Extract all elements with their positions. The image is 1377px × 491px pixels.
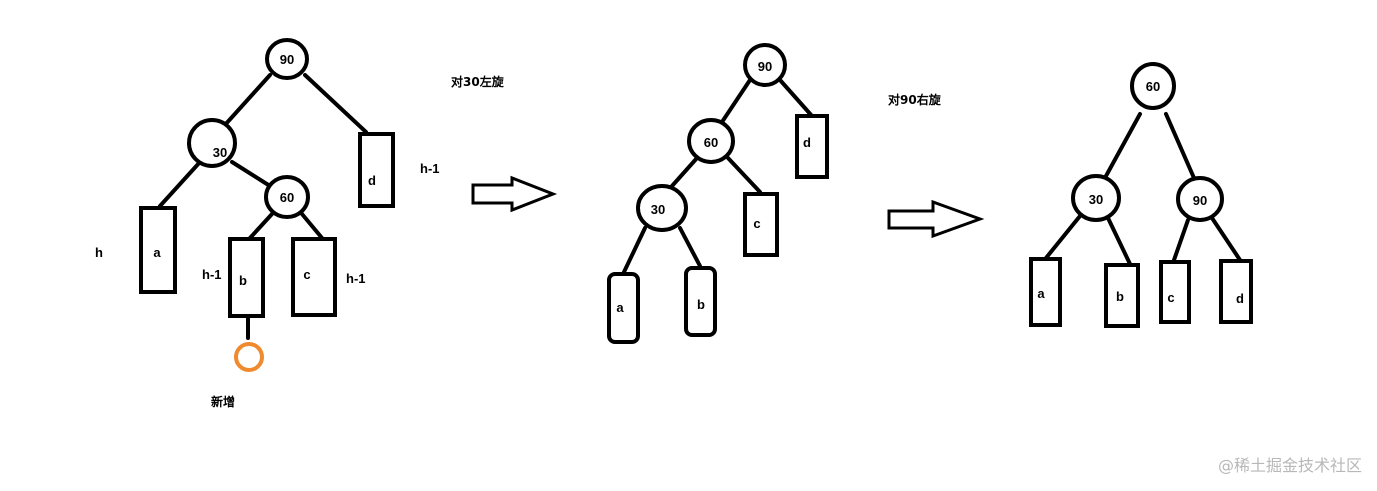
step-2-label: 对90右旋 [888,92,942,107]
edge-90-d [303,73,368,134]
subtree-a [1029,257,1062,327]
subtree-b [228,237,265,318]
edge-30-b [678,226,702,268]
node-60-label: 60 [704,135,718,150]
node-60-label: 60 [280,190,294,205]
node-90-label: 90 [758,59,772,74]
edge-60-c [300,212,324,240]
edge-30-a [622,226,647,274]
subtree-a [607,272,640,344]
subtree-a-label: a [153,245,161,260]
tree-before-rotation: 90 30 60 d a b c h-1 h h-1 h-1 新增 [95,38,440,409]
step-1-label: 对30左旋 [451,74,505,89]
subtree-d-label: d [368,173,376,188]
subtree-b [1104,263,1140,328]
height-c: h-1 [346,271,366,286]
subtree-c [291,237,337,317]
subtree-a [139,206,177,294]
node-90-label: 90 [280,52,294,67]
edge-30-60 [230,160,272,188]
step-1: 对30左旋 [451,74,558,213]
subtree-d [358,132,395,208]
subtree-c-label: c [303,267,310,282]
node-30 [1071,174,1121,222]
edge-90-c [1172,218,1190,262]
new-node-label: 新增 [211,394,235,409]
subtree-b-label: b [239,273,247,288]
node-90 [1176,176,1224,222]
arrow-right-icon [887,199,985,239]
subtree-b-label: b [1116,289,1124,304]
subtree-d-label: d [1236,291,1244,306]
edge-60-30 [670,156,699,188]
subtree-a-label: a [1037,286,1045,301]
arrow-right-icon [471,175,558,213]
watermark: @稀土掘金技术社区 [1218,456,1362,475]
node-60 [687,118,735,164]
edge-60-c [726,156,762,194]
step-2: 对90右旋 [887,92,985,239]
edge-90-d [778,78,814,118]
edge-90-60 [720,78,752,124]
subtree-b-label: b [697,297,705,312]
subtree-d [1219,259,1253,324]
edge-90-d [1210,216,1242,262]
height-b: h-1 [202,267,222,282]
subtree-d-label: d [803,135,811,150]
node-30 [636,184,688,232]
node-90 [743,43,787,87]
edge-30-a [1044,214,1082,260]
edge-60-90 [1164,112,1196,180]
node-60 [264,175,310,219]
subtree-c-label: c [753,216,760,231]
edge-90-30 [222,73,272,128]
tree-after-right-rotation: 60 30 90 a b c d [1029,62,1253,328]
subtree-b [684,266,717,337]
edge-60-30 [1104,112,1142,178]
new-node [234,342,264,372]
node-60-label: 60 [1146,79,1160,94]
node-30-label: 30 [213,145,227,160]
node-30 [187,118,237,168]
node-30-label: 30 [651,202,665,217]
node-30-label: 30 [1089,192,1103,207]
node-90-label: 90 [1193,193,1207,208]
node-60 [1130,62,1176,110]
height-a: h [95,245,103,260]
height-d: h-1 [420,161,440,176]
subtree-c-label: c [1167,290,1174,305]
tree-after-left-rotation: 90 60 30 d c a b [607,43,829,344]
subtree-d [795,114,829,179]
subtree-c [743,192,779,257]
node-90 [265,38,309,80]
subtree-a-label: a [616,300,624,315]
subtree-c [1159,260,1191,324]
edge-30-b [1106,216,1132,266]
edge-30-a [158,160,202,208]
edge-60-b [248,212,274,240]
